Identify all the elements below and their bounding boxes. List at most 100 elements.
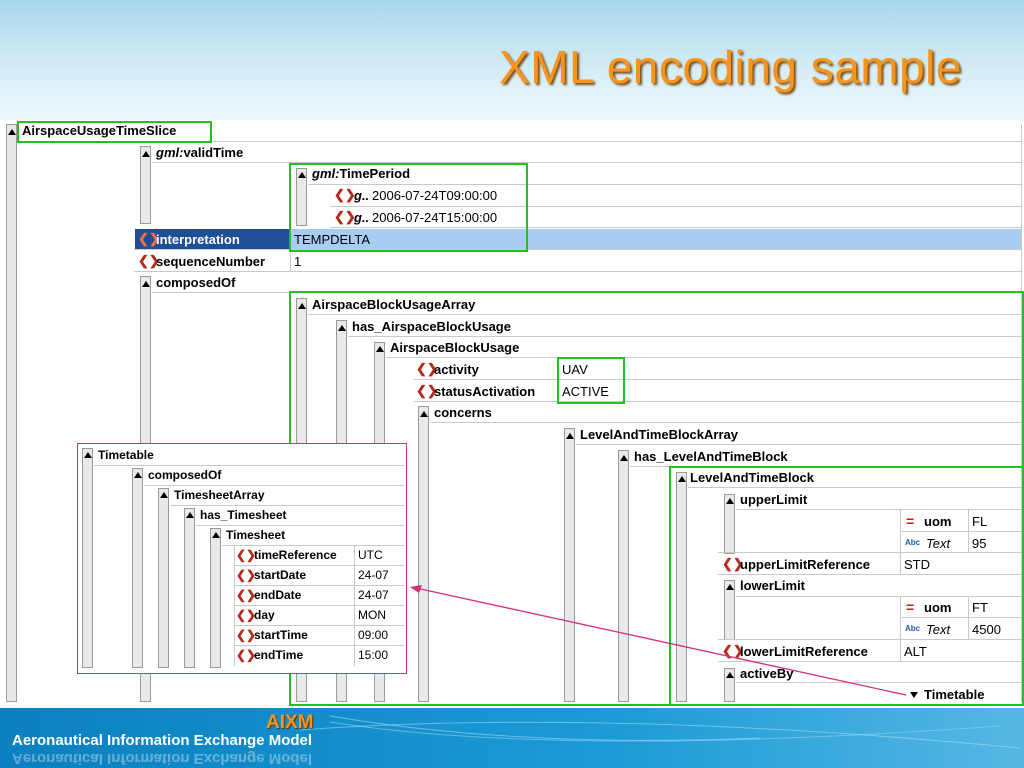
expand-triangle-icon[interactable] — [160, 492, 168, 498]
node-has-levelandtimeblock[interactable]: has_LevelAndTimeBlock — [634, 449, 788, 464]
value-lowerlimitreference[interactable]: ALT — [904, 644, 927, 659]
node-enddate[interactable]: endDate — [254, 588, 302, 602]
node-day[interactable]: day — [254, 608, 275, 622]
element-icon: ❮❯ — [138, 253, 160, 268]
node-endtime[interactable]: endTime — [254, 648, 304, 662]
value-endtime[interactable]: 15:00 — [358, 648, 389, 662]
node-activeby[interactable]: activeBy — [740, 666, 794, 681]
collapse-bar-concerns[interactable] — [418, 406, 429, 702]
node-timeperiod[interactable]: gml:TimePeriod — [312, 165, 410, 183]
value-upper-uom[interactable]: FL — [972, 514, 988, 529]
node-levelandtimeblockarray[interactable]: LevelAndTimeBlockArray — [580, 427, 738, 442]
text-node-icon: Abc — [905, 624, 921, 633]
collapse-bar-timeperiod[interactable] — [296, 168, 307, 226]
value-sequencenumber[interactable]: 1 — [294, 254, 302, 269]
expand-triangle-icon[interactable] — [566, 433, 574, 439]
node-lower-text[interactable]: Text — [926, 622, 951, 637]
node-airspaceusagetimeslice[interactable]: AirspaceUsageTimeSlice — [22, 123, 177, 138]
value-enddate[interactable]: 24-07 — [358, 588, 389, 602]
value-upper-text[interactable]: 95 — [972, 536, 987, 551]
node-interpretation[interactable]: interpretation — [156, 232, 240, 247]
value-upperlimitreference[interactable]: STD — [904, 557, 930, 572]
expand-triangle-icon[interactable] — [8, 129, 16, 135]
expand-triangle-icon[interactable] — [134, 472, 142, 478]
node-sequencenumber[interactable]: sequenceNumber — [156, 254, 266, 269]
value-activity[interactable]: UAV — [562, 362, 588, 377]
expand-triangle-icon[interactable] — [726, 672, 734, 678]
expand-triangle-icon[interactable] — [142, 281, 150, 287]
expand-triangle-icon[interactable] — [678, 476, 686, 482]
node-tt-composedof[interactable]: composedOf — [148, 468, 222, 482]
node-begin-position[interactable]: g.. — [354, 188, 370, 203]
selected-row-label — [135, 229, 290, 249]
collapse-bar-levelandtimeblockarray[interactable] — [564, 428, 575, 702]
slide-title: XML encoding sample — [499, 41, 962, 93]
node-activity[interactable]: activity — [434, 362, 479, 377]
expand-triangle-icon[interactable] — [142, 151, 150, 157]
collapse-bar-timetable[interactable] — [82, 448, 93, 668]
node-concerns[interactable]: concerns — [434, 405, 492, 420]
node-upperlimit[interactable]: upperLimit — [740, 492, 808, 507]
value-startdate[interactable]: 24-07 — [358, 568, 389, 582]
expand-triangle-icon[interactable] — [620, 455, 628, 461]
value-lower-uom[interactable]: FT — [972, 600, 988, 615]
expand-triangle-icon[interactable] — [338, 325, 346, 331]
expand-triangle-icon[interactable] — [186, 512, 194, 518]
expand-triangle-icon[interactable] — [84, 452, 92, 458]
node-upperlimitreference[interactable]: upperLimitReference — [740, 557, 871, 572]
node-airspaceblockusagearray[interactable]: AirspaceBlockUsageArray — [312, 297, 476, 312]
collapse-bar-validtime[interactable] — [140, 146, 151, 224]
value-starttime[interactable]: 09:00 — [358, 628, 389, 642]
node-validtime[interactable]: gml:validTime — [156, 144, 243, 162]
collapse-bar-upperlimit[interactable] — [724, 494, 735, 554]
expand-triangle-icon[interactable] — [298, 172, 306, 178]
node-timetable[interactable]: Timetable — [98, 448, 154, 462]
value-statusactivation[interactable]: ACTIVE — [562, 384, 609, 399]
node-lower-uom[interactable]: uom — [924, 600, 952, 615]
footer-title: Aeronautical Information Exchange Model — [12, 732, 313, 749]
value-begin-position[interactable]: 2006-07-24T09:00:00 — [372, 188, 498, 203]
collapse-bar-hastimesheet[interactable] — [184, 508, 195, 668]
node-timetable-ref[interactable]: Timetable — [924, 687, 985, 702]
collapse-bar-timesheet[interactable] — [210, 528, 221, 668]
node-upper-uom[interactable]: uom — [924, 514, 952, 529]
value-lower-text[interactable]: 4500 — [972, 622, 1001, 637]
node-startdate[interactable]: startDate — [254, 568, 307, 582]
collapse-triangle-icon[interactable] — [910, 692, 918, 698]
collapse-bar-haslevelandtimeblock[interactable] — [618, 450, 629, 702]
collapse-bar-timesheetarray[interactable] — [158, 488, 169, 668]
node-composedof[interactable]: composedOf — [156, 275, 236, 290]
element-icon: ❮❯ — [416, 361, 438, 376]
node-timesheetarray[interactable]: TimesheetArray — [174, 488, 265, 502]
node-timereference[interactable]: timeReference — [254, 548, 337, 562]
node-lowerlimit[interactable]: lowerLimit — [740, 578, 806, 593]
node-starttime[interactable]: startTime — [254, 628, 308, 642]
expand-triangle-icon[interactable] — [376, 346, 384, 352]
collapse-bar-levelandtimeblock[interactable] — [676, 472, 687, 702]
footer-swoosh — [299, 715, 1021, 749]
expand-triangle-icon[interactable] — [212, 532, 220, 538]
node-has-airspaceblockusage[interactable]: has_AirspaceBlockUsage — [352, 319, 511, 334]
node-end-position[interactable]: g.. — [354, 210, 370, 225]
node-upper-text[interactable]: Text — [926, 536, 951, 551]
element-icon: ❮❯ — [334, 209, 356, 224]
expand-triangle-icon[interactable] — [420, 411, 428, 417]
selected-row-value — [291, 229, 1021, 249]
node-airspaceblockusage[interactable]: AirspaceBlockUsage — [390, 340, 520, 355]
collapse-bar-root[interactable] — [6, 124, 17, 702]
value-day[interactable]: MON — [358, 608, 386, 622]
node-has-timesheet[interactable]: has_Timesheet — [200, 508, 287, 522]
node-levelandtimeblock[interactable]: LevelAndTimeBlock — [690, 470, 815, 485]
node-lowerlimitreference[interactable]: lowerLimitReference — [740, 644, 868, 659]
value-timereference[interactable]: UTC — [358, 548, 383, 562]
expand-triangle-icon[interactable] — [298, 303, 306, 309]
element-icon: ❮❯ — [236, 588, 257, 602]
collapse-bar-tt-composedof[interactable] — [132, 468, 143, 668]
node-statusactivation[interactable]: statusActivation — [434, 384, 536, 399]
element-icon: ❮❯ — [236, 568, 257, 582]
node-timesheet[interactable]: Timesheet — [226, 528, 286, 542]
value-interpretation[interactable]: TEMPDELTA — [294, 232, 371, 247]
expand-triangle-icon[interactable] — [726, 584, 734, 590]
value-end-position[interactable]: 2006-07-24T15:00:00 — [372, 210, 498, 225]
expand-triangle-icon[interactable] — [726, 498, 734, 504]
